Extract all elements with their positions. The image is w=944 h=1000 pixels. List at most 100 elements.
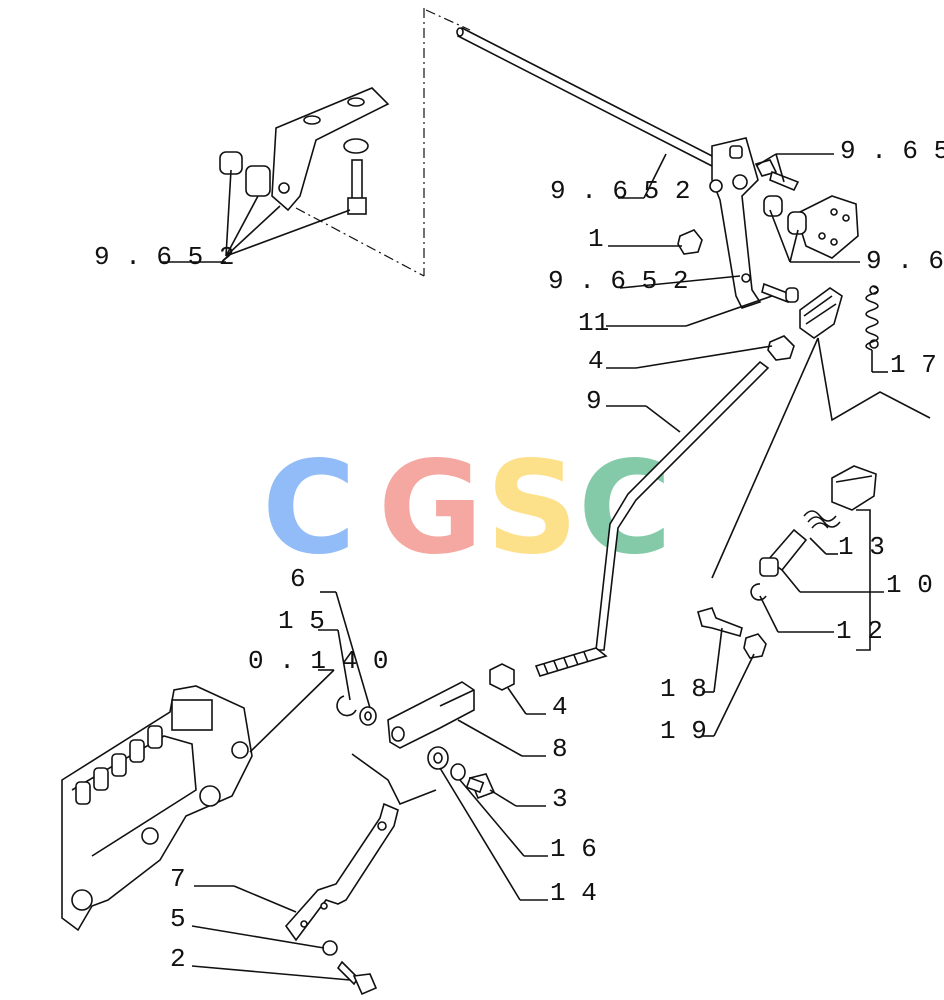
lower-bracket-hole-1 [300,920,308,928]
side-plate-hole-1 [830,208,838,216]
lower-bracket [284,802,399,942]
leader-9652b [643,153,667,199]
leader-4a [635,345,773,369]
label-5: 5 [170,904,186,934]
upper-bracket-hole [278,182,290,194]
leader-14 [439,767,521,901]
leader-6 [335,591,371,709]
leader-9652a-2 [225,195,259,257]
leader-7 [233,885,297,913]
bolt-item-3-shank [465,776,485,794]
label-11: 11 [578,308,609,338]
leader-19 [713,653,755,737]
leader-2 [191,965,351,981]
boot-upper-rib-1 [803,295,833,317]
bolt-item-2-shank [336,960,360,986]
callout-labels: 9 . 6 5 2 9 . 6 5 2 9 . 6 5 2 9 . 6 5 9 … [94,136,944,974]
watermark-letter-3: S [486,434,578,583]
boot-upper [799,287,843,339]
pump-cover [171,699,213,731]
thread-mark-4 [573,654,579,666]
clip-item-12 [750,583,767,601]
upper-bracket-slot-2 [347,97,365,107]
leader-11 [685,295,773,327]
label-96: 9 . 6 [866,246,944,276]
lower-bracket-hole-top [377,821,387,831]
upper-bracket-assembly [160,87,390,263]
spring-17-coil [865,285,879,351]
label-13: 1 3 [838,532,885,562]
bracket-13-10-12 [856,509,871,651]
leader-5 [191,925,325,949]
upper-rod [456,26,718,168]
lower-bracket-assembly [191,753,437,996]
upper-bracket-slot-1 [303,115,321,125]
label-9652-upper-left: 9 . 6 5 2 [94,242,234,272]
bolt-item-2-head [352,973,378,996]
upper-lever [711,137,762,309]
thread-mark-2 [553,660,559,672]
side-plate-hole-3 [818,232,826,240]
boot-item-13 [831,465,877,511]
lower-bracket-hole-2 [320,902,328,910]
leader-0140 [249,669,335,753]
nut-item-1 [677,229,703,255]
leader-18 [713,627,723,693]
upper-lever-hole [741,273,751,283]
watermark-letter-2: G [378,434,483,583]
phantom-line-diagonal [295,207,425,277]
phantom-line-top [425,9,471,31]
leader-965-1 [755,153,777,167]
leader-9652c [619,275,741,289]
detail-projection-line [711,337,819,579]
upper-hardware [606,229,843,369]
pump-flange-boss [71,889,93,911]
label-4-upper: 4 [588,346,604,376]
pump-governor-boss [199,785,221,807]
leader-13 [809,537,827,555]
label-10: 1 0 [886,570,933,600]
leader-12 [759,595,779,633]
leader-9 [645,405,681,433]
spring-17 [865,285,888,373]
spring-17-hook-top [869,285,879,295]
label-15: 1 5 [278,606,325,636]
label-1: 1 [588,224,604,254]
leader-9652a-3 [225,205,281,257]
detail-break-line [817,337,931,422]
washer-item-5 [322,940,338,956]
leader-9652a-4 [225,209,351,257]
nut-item-4-lower [489,663,515,691]
washer-item-16 [450,763,466,781]
label-0140: 0 . 1 4 0 [248,646,388,676]
upper-rod-shaft [456,26,718,168]
clevis-item-8-edge [439,689,475,707]
upper-bracket [271,87,390,212]
label-3: 3 [552,784,568,814]
thread-mark-5 [583,651,589,663]
phantom-lines [295,8,471,277]
bolt-item-18 [697,607,743,637]
boot-upper-rib-2 [805,303,837,325]
upper-lever-spacer [763,195,783,217]
detail-group-right [697,337,931,737]
side-plate-hole-2 [842,214,850,222]
label-14: 1 4 [550,878,597,908]
bolt-item-11-head [785,287,799,303]
thread-mark-3 [563,657,569,669]
detail-break-line-lower [351,753,437,806]
pump-mount-boss [141,827,159,845]
thread-mark-1 [543,663,549,675]
control-rod-threaded-end [534,647,608,677]
clevis-item-8 [387,681,475,749]
label-2: 2 [170,944,186,974]
control-rod-shaft [595,360,770,651]
leader-4b [507,687,527,715]
upper-bracket-bolt-shank [351,159,363,201]
pump-lever-boss [231,741,249,759]
label-9652-lever: 9 . 6 5 2 [548,266,688,296]
label-9652-upper-rod: 9 . 6 5 2 [550,176,690,206]
upper-bracket-bolt-head [347,197,367,215]
watermark: C G S C [262,434,672,583]
